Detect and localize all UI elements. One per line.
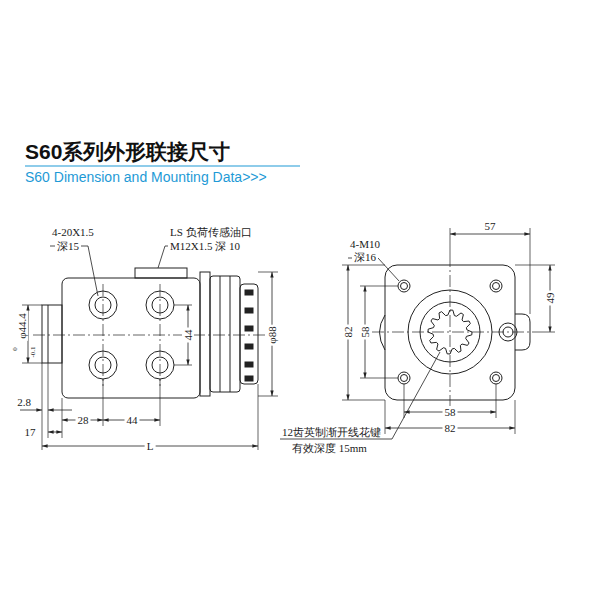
- dimension: 58: [443, 406, 458, 418]
- end-view: [280, 228, 555, 439]
- hole-note: 深16: [352, 251, 378, 263]
- tolerance: 0: [12, 345, 20, 353]
- dimension: 17: [23, 426, 38, 438]
- dimension: 28: [76, 414, 91, 426]
- side-view: [20, 246, 535, 450]
- dimension: L: [145, 440, 156, 452]
- spline-note: 12齿英制渐开线花键: [280, 426, 383, 438]
- dimension: 49: [544, 291, 556, 306]
- dimension: 82: [443, 422, 458, 434]
- hole-note: 4-M10: [348, 238, 382, 250]
- drawing-title: S60系列外形联接尺寸: [25, 140, 230, 163]
- port-note: 4-20X1.5: [50, 226, 96, 238]
- port-note: 深15: [55, 240, 81, 252]
- dimension: 57: [483, 220, 498, 232]
- dimension: 44: [182, 328, 194, 343]
- dimension: 44: [125, 414, 140, 426]
- spline-note: 有效深度 15mm: [290, 442, 369, 454]
- tolerance: -0.1: [30, 344, 38, 359]
- port-note: M12X1.5 深 10: [168, 240, 242, 252]
- dimension: 2.8: [15, 396, 33, 408]
- port-note: LS 负荷传感油口: [168, 226, 254, 238]
- dimension: φ88: [266, 324, 278, 345]
- title-rule: [25, 165, 300, 166]
- dimension: φ44.4: [16, 311, 28, 341]
- dimension: 82: [342, 325, 354, 340]
- subtitle: S60 Dimension and Mounting Data>>>: [25, 170, 267, 185]
- dimension: 58: [359, 325, 371, 340]
